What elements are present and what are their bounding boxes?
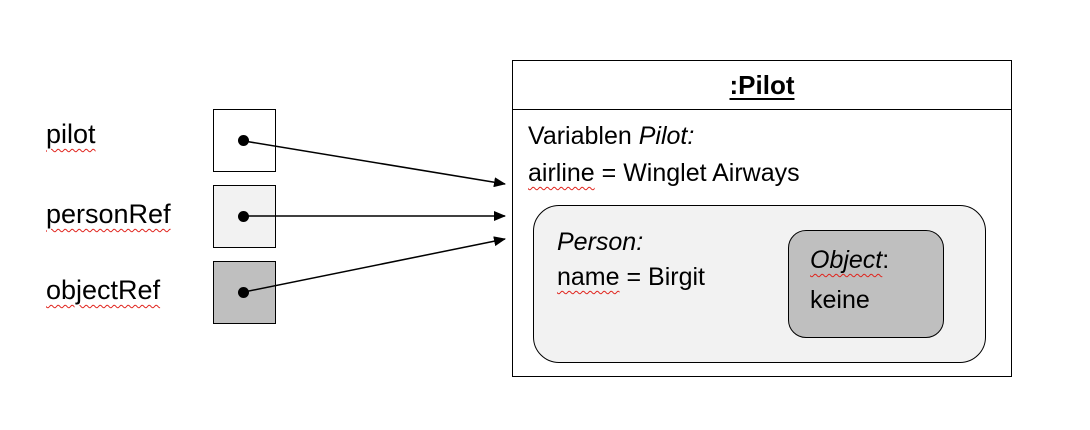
- var-label-objectRef: objectRef: [46, 275, 161, 305]
- pilot-attribute-airline: airline = Winglet Airways: [528, 159, 800, 187]
- object-header: :Pilot: [513, 61, 1011, 110]
- object-section-box: [788, 230, 944, 338]
- var-label-pilot: pilot: [46, 119, 96, 149]
- reference-dot: [238, 211, 249, 222]
- reference-dot: [238, 287, 249, 298]
- var-label-personRef: personRef: [46, 199, 171, 229]
- reference-dot: [238, 135, 249, 146]
- person-class-label: Person:: [557, 228, 644, 256]
- arrow-objectRef: [243, 236, 506, 293]
- pilot-variables-heading: Variablen Pilot:: [528, 122, 695, 150]
- reference-box-pilot: [213, 109, 276, 172]
- object-class-label: Object:: [810, 246, 890, 274]
- reference-box-objectRef: [213, 261, 276, 324]
- object-value: keine: [810, 286, 870, 314]
- arrow-pilot: [243, 140, 506, 188]
- object-title: :Pilot: [729, 69, 795, 100]
- person-attribute-name: name = Birgit: [557, 263, 705, 291]
